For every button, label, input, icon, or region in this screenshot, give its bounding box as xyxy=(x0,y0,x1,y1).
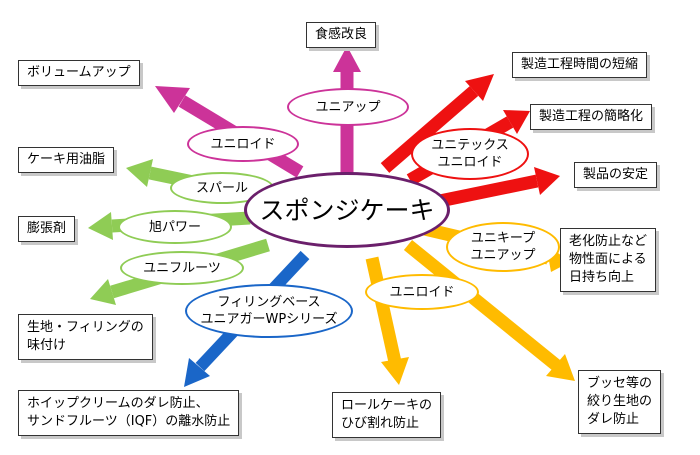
arrow-roll xyxy=(365,256,409,385)
effect-busse-line3: ダレ防止 xyxy=(587,412,640,427)
effect-busse-line1: ブッセ等の xyxy=(587,376,653,391)
effect-aging-line1: 老化防止など xyxy=(569,234,648,249)
arrow-busse xyxy=(403,239,575,381)
product-unitex-line1: ユニテックス xyxy=(431,138,509,153)
effect-whip-line2: サンドフルーツ（IQF）の離水防止 xyxy=(27,414,231,429)
effect-whip: ホイップクリームのダレ防止、 サンドフルーツ（IQF）の離水防止 xyxy=(18,390,240,436)
product-unitex: ユニテックス ユニロイド xyxy=(411,128,529,180)
effect-roll-line1: ロールケーキの xyxy=(341,398,433,413)
product-filling-line1: フィリングベース xyxy=(217,295,321,310)
effect-busse-line2: 絞り生地の xyxy=(587,394,653,409)
product-filling-line2: ユニアガーWPシリーズ xyxy=(200,312,338,327)
effect-cake-oil: ケーキ用油脂 xyxy=(18,147,115,173)
product-asahi-power: 旭パワー xyxy=(118,210,232,244)
effect-texture: 食感改良 xyxy=(306,22,377,48)
product-unicalloid-orange: ユニロイド xyxy=(365,274,479,310)
effect-flavor-line1: 生地・フィリングの xyxy=(27,320,144,335)
arrow-stability xyxy=(428,167,560,210)
effect-aging-line3: 日持ち向上 xyxy=(569,270,635,285)
product-unicalloid-pink: ユニロイド xyxy=(187,126,299,162)
effect-flavor-line2: 味付け xyxy=(27,338,67,353)
effect-busse: ブッセ等の 絞り生地の ダレ防止 xyxy=(578,370,662,434)
product-unitex-line2: ユニロイド xyxy=(437,155,503,170)
effect-aging-line2: 物性面による xyxy=(569,252,647,267)
product-unikeep-line2: ユニアップ xyxy=(470,248,536,263)
effect-flavor: 生地・フィリングの 味付け xyxy=(18,314,153,360)
effect-stability: 製品の安定 xyxy=(574,162,658,188)
effect-roll-line2: ひび割れ防止 xyxy=(341,416,420,431)
product-uniappu: ユニアップ xyxy=(287,88,409,126)
effect-volume: ボリュームアップ xyxy=(18,60,140,86)
effect-aging: 老化防止など 物性面による 日持ち向上 xyxy=(560,228,657,292)
effect-roll: ロールケーキの ひび割れ防止 xyxy=(332,392,442,438)
product-unifruits: ユニフルーツ xyxy=(120,251,244,285)
product-unikeep: ユニキープ ユニアップ xyxy=(446,222,560,272)
effect-process-time: 製造工程時間の短縮 xyxy=(512,52,648,78)
arrow-process-time xyxy=(380,74,494,173)
center-ellipse: スポンジケーキ xyxy=(244,172,450,248)
effect-whip-line1: ホイップクリームのダレ防止、 xyxy=(27,396,209,411)
effect-swelling: 膨張剤 xyxy=(18,216,76,242)
effect-process-simplify: 製造工程の簡略化 xyxy=(530,104,653,130)
product-unikeep-line1: ユニキープ xyxy=(470,231,536,246)
product-filling: フィリングベース ユニアガーWPシリーズ xyxy=(185,284,353,338)
